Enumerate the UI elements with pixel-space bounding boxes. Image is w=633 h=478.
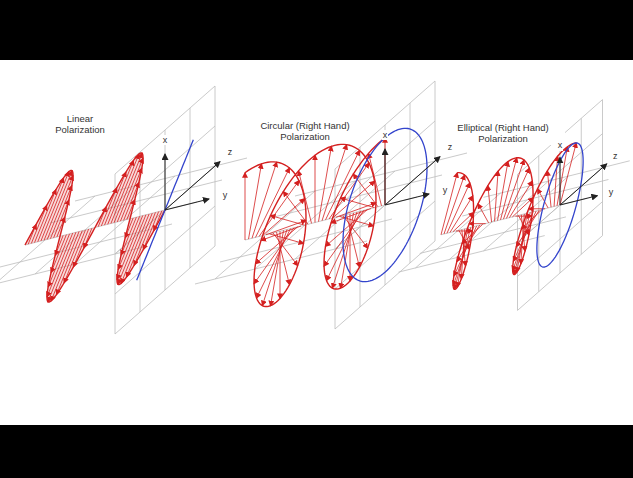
grid-line	[75, 158, 247, 201]
field-sheet	[25, 153, 165, 301]
grid-line	[295, 153, 467, 196]
field-vector	[495, 171, 499, 221]
field-vector	[111, 154, 139, 223]
field-vector	[506, 168, 529, 218]
field-vector	[299, 171, 312, 223]
grid-line	[462, 180, 608, 217]
field-vector	[105, 172, 126, 225]
axis-arrow	[165, 199, 209, 210]
field-vector	[57, 231, 83, 295]
field-vector	[127, 213, 153, 277]
field-vector	[331, 209, 371, 223]
axis-label: x	[162, 135, 169, 146]
wave-group	[0, 81, 630, 334]
field-vector	[488, 186, 492, 222]
field-vector	[256, 227, 298, 264]
field-vector	[41, 172, 69, 241]
axis-label: y	[608, 187, 615, 198]
field-vector	[369, 153, 382, 205]
axis-arrow	[385, 157, 440, 205]
field-vector	[263, 199, 305, 236]
field-vector	[121, 214, 149, 283]
field-vector	[560, 143, 576, 205]
field-vector	[554, 156, 558, 206]
axis-arrow	[165, 162, 220, 210]
wave-curve	[25, 153, 165, 302]
field-vector	[350, 214, 351, 281]
field-vector	[469, 223, 485, 224]
field-vector	[271, 216, 305, 226]
field-vector	[64, 230, 85, 283]
field-vector	[509, 181, 532, 218]
polarization-panel	[195, 81, 467, 329]
axis-label: z	[612, 151, 619, 162]
field-vector	[478, 204, 489, 223]
axis-label: y	[442, 185, 449, 196]
axis-arrow	[385, 194, 429, 205]
panel-title: Linear Polarization	[43, 113, 117, 136]
letterbox-bar	[0, 0, 633, 60]
letterbox-bar	[0, 425, 633, 478]
panel-title: Circular (Right Hand) Polarization	[246, 120, 364, 143]
axis-label: z	[227, 147, 234, 158]
field-vector	[47, 176, 73, 240]
polarization-panel	[0, 86, 247, 334]
axis-arrow	[165, 154, 166, 210]
field-vector	[341, 213, 354, 288]
axis-arrow	[385, 149, 386, 205]
field-vector	[538, 189, 549, 208]
axis-label: x	[382, 130, 389, 141]
field-vector	[35, 190, 56, 243]
panel-title: Elliptical (Right Hand) Polarization	[441, 122, 565, 145]
field-vector	[134, 212, 155, 265]
field-vector	[245, 173, 246, 240]
field-vector	[280, 231, 281, 298]
axis-arrow	[560, 164, 607, 205]
field-vector	[73, 229, 88, 267]
field-vector	[261, 226, 301, 240]
field-vector	[51, 231, 79, 300]
field-vector	[450, 196, 473, 233]
field-vector	[341, 198, 375, 208]
axis-label: y	[222, 190, 229, 201]
field-vector	[271, 230, 284, 305]
field-vector	[447, 183, 470, 233]
axis-arrow	[560, 157, 561, 205]
grid-line	[420, 217, 566, 254]
field-vector	[117, 158, 143, 222]
axis-label: x	[557, 140, 564, 151]
axis-arrow	[560, 196, 597, 205]
field-vector	[385, 138, 386, 205]
field-vector	[315, 155, 316, 222]
polarization-panel	[399, 100, 630, 311]
